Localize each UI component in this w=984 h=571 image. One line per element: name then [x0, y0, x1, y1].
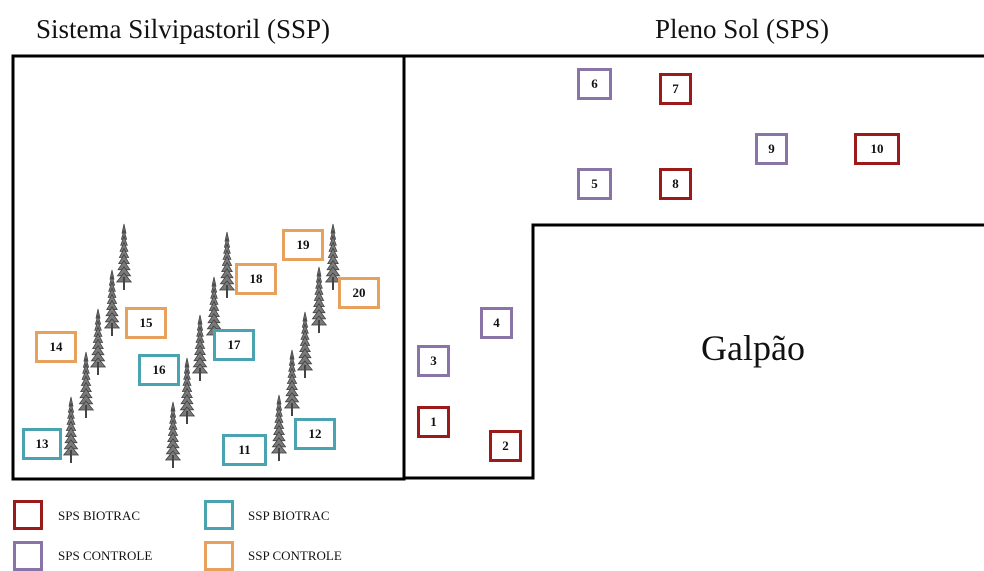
tree-icon — [90, 308, 106, 375]
plot-9: 9 — [755, 133, 788, 165]
plot-17: 17 — [213, 329, 255, 361]
tree-icon — [165, 401, 181, 468]
plot-2: 2 — [489, 430, 522, 462]
tree-icon — [271, 394, 287, 461]
legend-label-sps-biotrac: SPS BIOTRAC — [58, 508, 140, 523]
plot-14: 14 — [35, 331, 77, 363]
plot-13: 13 — [22, 428, 62, 460]
tree-icon — [325, 223, 341, 290]
plot-16: 16 — [138, 354, 180, 386]
plot-20: 20 — [338, 277, 380, 309]
plot-7: 7 — [659, 73, 692, 105]
legend-swatch-ssp-biotrac — [204, 500, 234, 530]
building-outline — [404, 223, 984, 480]
plot-10: 10 — [854, 133, 900, 165]
sps-title: Pleno Sol (SPS) — [655, 14, 830, 44]
building-label: Galpão — [701, 328, 805, 368]
tree-icon — [219, 231, 235, 298]
plot-6: 6 — [577, 68, 612, 100]
tree-icon — [63, 396, 79, 463]
tree-icon — [311, 266, 327, 333]
ssp-title: Sistema Silvipastoril (SSP) — [36, 14, 331, 44]
plot-8: 8 — [659, 168, 692, 200]
legend-label-ssp-controle: SSP CONTROLE — [248, 548, 342, 563]
legend-swatch-sps-biotrac — [13, 500, 43, 530]
legend-swatch-sps-controle — [13, 541, 43, 571]
tree-icon — [104, 269, 120, 336]
plot-15: 15 — [125, 307, 167, 339]
tree-icon — [192, 314, 208, 381]
plot-5: 5 — [577, 168, 612, 200]
legend-swatch-ssp-controle — [204, 541, 234, 571]
tree-icon — [179, 357, 195, 424]
plot-11: 11 — [222, 434, 267, 466]
plot-19: 19 — [282, 229, 324, 261]
plot-3: 3 — [417, 345, 450, 377]
tree-icon — [284, 349, 300, 416]
tree-icon — [116, 223, 132, 290]
legend-label-ssp-biotrac: SSP BIOTRAC — [248, 508, 330, 523]
plot-18: 18 — [235, 263, 277, 295]
ssp-area-outline — [11, 54, 406, 481]
plot-12: 12 — [294, 418, 336, 450]
plot-1: 1 — [417, 406, 450, 438]
tree-icon — [297, 311, 313, 378]
tree-icon — [78, 351, 94, 418]
plot-4: 4 — [480, 307, 513, 339]
legend-label-sps-controle: SPS CONTROLE — [58, 548, 153, 563]
